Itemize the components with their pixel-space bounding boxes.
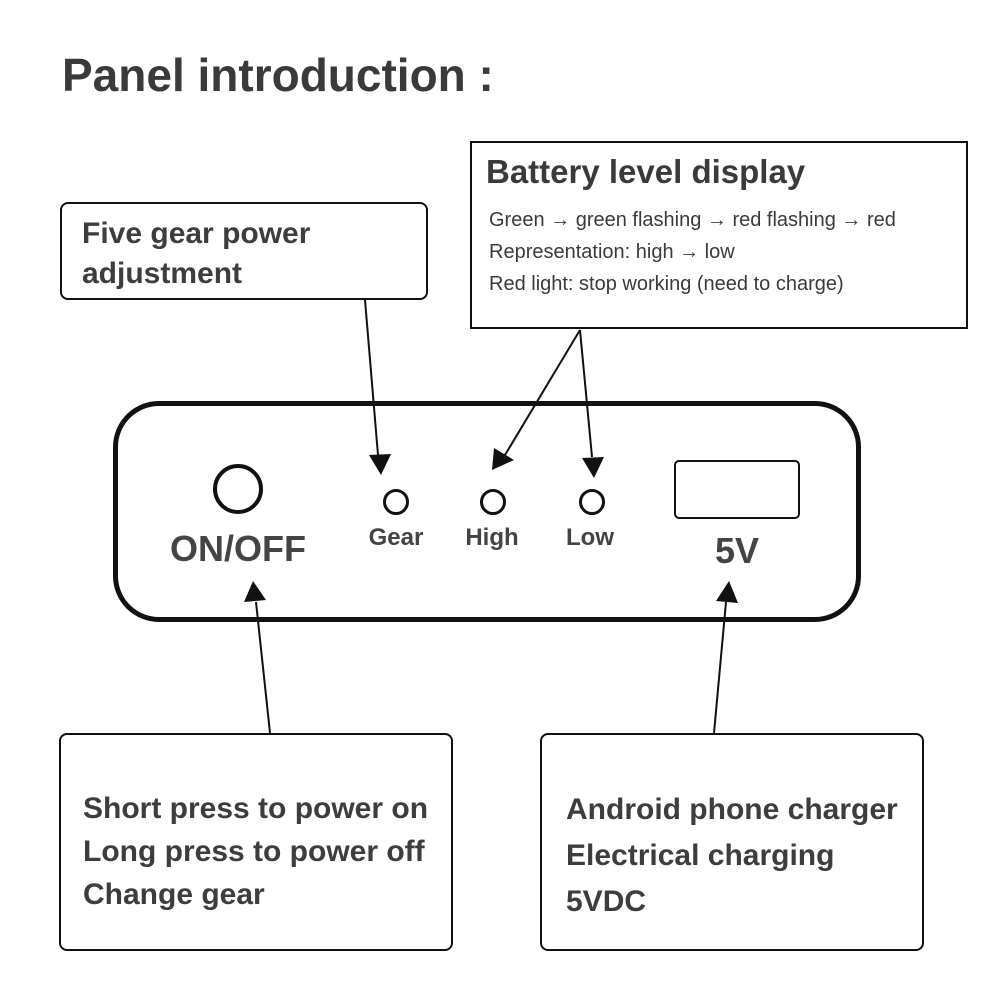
low-indicator-led <box>579 489 605 515</box>
high-indicator-led <box>480 489 506 515</box>
battery-callout-line: Red light: stop working (need to charge) <box>489 273 844 295</box>
usb-port[interactable] <box>674 460 800 519</box>
usb-port-label: 5V <box>714 530 760 571</box>
power-button[interactable] <box>213 464 263 514</box>
power-button-callout: Short press to power on Long press to po… <box>59 733 453 951</box>
high-indicator-label: High <box>465 524 519 551</box>
power-callout-line: Short press to power on <box>83 792 429 825</box>
gear-adjustment-callout: Five gear power adjustment <box>60 202 428 300</box>
charging-port-callout: Android phone charger Electrical chargin… <box>540 733 924 951</box>
battery-level-callout: Battery level display Green → green flas… <box>470 141 968 329</box>
gear-callout-text: Five gear power adjustment <box>82 214 310 294</box>
charge-callout-text: Android phone charger Electrical chargin… <box>566 787 898 925</box>
battery-callout-line: Representation: high → low <box>489 241 735 263</box>
page-title: Panel introduction : <box>62 49 494 101</box>
power-button-label: ON/OFF <box>170 528 306 569</box>
low-indicator-label: Low <box>566 524 614 551</box>
gear-indicator-label: Gear <box>368 524 424 551</box>
power-callout-line: Change gear <box>83 878 265 911</box>
gear-indicator-led <box>383 489 409 515</box>
charge-callout-line: 5VDC <box>566 885 647 918</box>
charge-callout-line: Electrical charging <box>566 839 835 872</box>
power-callout-line: Long press to power off <box>83 835 425 868</box>
power-callout-text: Short press to power on Long press to po… <box>83 787 428 916</box>
gear-callout-line: Five gear power <box>82 217 311 250</box>
battery-callout-line: Green → green flashing → red flashing → … <box>489 209 896 231</box>
charge-callout-line: Android phone charger <box>566 793 898 826</box>
battery-callout-heading: Battery level display <box>486 153 806 190</box>
gear-callout-line: adjustment <box>82 257 243 290</box>
